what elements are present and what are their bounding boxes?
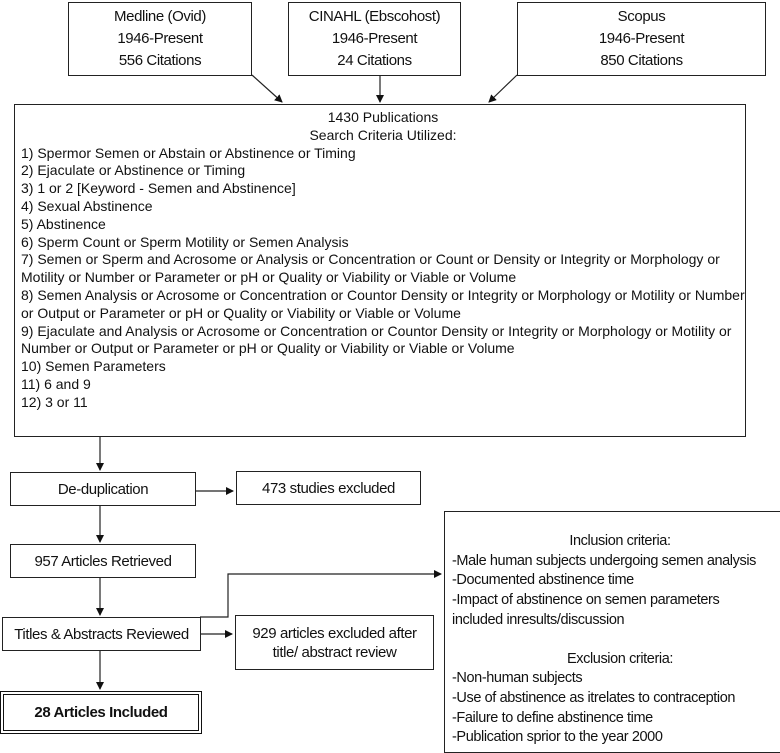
criterion: 12) 3 or 11 xyxy=(21,393,88,410)
arrow-reviewed-criteria xyxy=(200,570,442,618)
reviewed-box: Titles & Abstracts Reviewed xyxy=(2,617,201,651)
source-medline: Medline (Ovid) 1946-Present 556 Citation… xyxy=(68,2,252,76)
criterion: 8) Semen Analysis or Acrosome or Concent… xyxy=(21,286,745,321)
dedup-excluded-label: 473 studies excluded xyxy=(262,479,395,497)
criterion: 9) Ejaculate and Analysis or Acrosome or… xyxy=(21,322,732,357)
dedup-excluded-box: 473 studies excluded xyxy=(236,471,421,505)
arrow-scopus xyxy=(488,74,518,103)
inclusion-title: Inclusion criteria: xyxy=(569,533,671,549)
source-range: 1946-Present xyxy=(117,30,203,47)
source-range: 1946-Present xyxy=(331,30,418,47)
criterion: 2) Ejaculate or Abstinence or Timing xyxy=(21,162,246,179)
inclusion-item: -Impact of abstinence on semen parameter… xyxy=(452,592,720,628)
criterion: 7) Semen or Sperm and Acrosome or Analys… xyxy=(21,251,720,286)
criterion: 4) Sexual Abstinence xyxy=(21,197,153,214)
review-excluded-box: 929 articles excluded after title/ abstr… xyxy=(235,615,434,670)
exclusion-item: -Non-human subjects xyxy=(452,670,583,687)
criterion: 10) Semen Parameters xyxy=(21,358,166,375)
source-cinahl: CINAHL (Ebscohost) 1946-Present 24 Citat… xyxy=(288,2,461,76)
source-name: CINAHL (Ebscohost) xyxy=(308,8,441,25)
reviewed-label: Titles & Abstracts Reviewed xyxy=(14,625,189,643)
criterion: 3) 1 or 2 [Keyword - Semen and Abstinenc… xyxy=(21,180,296,197)
source-citations: 24 Citations xyxy=(337,52,412,69)
exclusion-item: -Use of abstinence as itrelates to contr… xyxy=(452,689,736,706)
review-excluded-label: 929 articles excluded after title/ abstr… xyxy=(252,624,417,661)
arrow-medline xyxy=(251,74,283,103)
inclusion-item: -Male human subjects undergoing semen an… xyxy=(452,552,756,569)
criterion: 6) Sperm Count or Sperm Motility or Seme… xyxy=(21,233,349,250)
criterion: 5) Abstinence xyxy=(21,215,106,232)
source-scopus: Scopus 1946-Present 850 Citations xyxy=(517,2,766,76)
publications-total: 1430 Publications xyxy=(327,109,439,125)
source-citations: 556 Citations xyxy=(118,52,202,69)
inclusion-item: -Documented abstinence time xyxy=(452,572,634,589)
source-citations: 850 Citations xyxy=(600,52,683,69)
eligibility-criteria-box: Inclusion criteria: -Male human subjects… xyxy=(444,511,780,753)
source-range: 1946-Present xyxy=(598,30,685,47)
retrieved-box: 957 Articles Retrieved xyxy=(10,544,196,578)
retrieved-label: 957 Articles Retrieved xyxy=(34,552,172,570)
exclusion-item: -Publication sprior to the year 2000 xyxy=(452,729,663,746)
criterion: 11) 6 and 9 xyxy=(21,375,91,392)
deduplication-label: De-duplication xyxy=(57,480,149,498)
included-box: 28 Articles Included xyxy=(0,691,202,734)
exclusion-title: Exclusion criteria: xyxy=(566,650,674,667)
source-name: Medline (Ovid) xyxy=(114,8,206,25)
source-name: Scopus xyxy=(617,8,666,25)
included-label: 28 Articles Included xyxy=(34,704,168,721)
criterion: 1) Spermor Semen or Abstain or Abstinenc… xyxy=(21,144,356,161)
deduplication-box: De-duplication xyxy=(10,472,196,506)
exclusion-item: -Failure to define abstinence time xyxy=(452,709,653,726)
search-criteria-box: 1430 Publications Search Criteria Utiliz… xyxy=(14,104,746,437)
search-criteria-heading: Search Criteria Utilized: xyxy=(309,126,457,143)
